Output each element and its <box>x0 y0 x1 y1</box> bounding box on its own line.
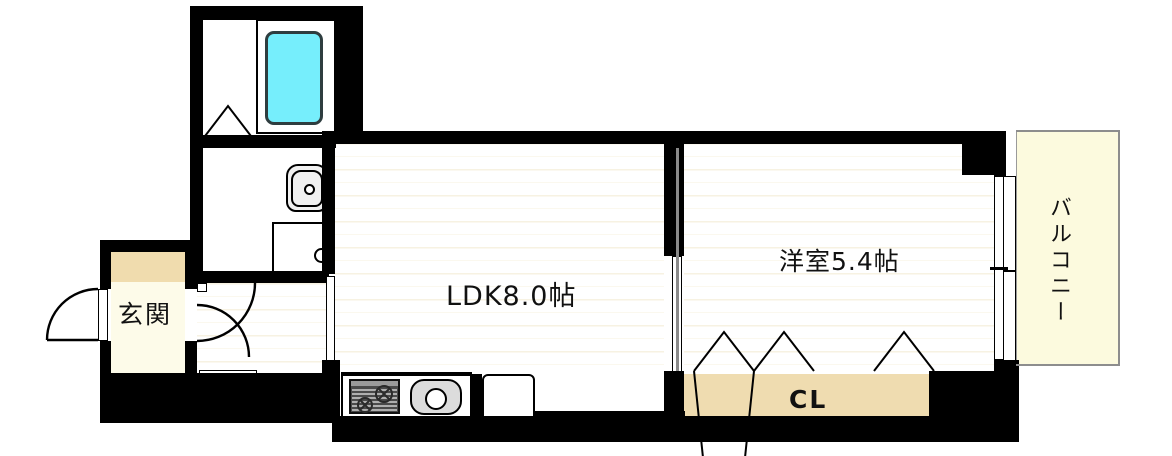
wall-entrance-bottom <box>100 373 332 423</box>
balcony-sliding-door-lower[interactable] <box>1002 271 1016 366</box>
wall-entrance-top <box>100 240 197 252</box>
kitchen-sink-drain <box>425 388 447 410</box>
ldk-entry-door-panel[interactable] <box>197 283 207 292</box>
refrigerator-space <box>482 374 535 419</box>
ldk-corridor-sliding-door[interactable] <box>326 276 335 362</box>
room-balcony <box>1016 131 1120 366</box>
front-door-swing-arc <box>45 287 99 342</box>
wall-ldk-bottom-right <box>535 411 685 421</box>
hung-wall-dashed-partition <box>673 148 677 254</box>
toilet-door-swing-arc[interactable] <box>196 303 255 363</box>
balcony-sliding-door-upper[interactable] <box>1002 176 1016 271</box>
wall-ldk-top <box>322 131 700 144</box>
closet-label: CL <box>789 385 828 414</box>
wall-partition-bottom-stub <box>664 371 684 416</box>
wall-kitchen-counter-right <box>470 374 482 417</box>
closet-fill <box>684 374 929 416</box>
bedroom-label: 洋室5.4帖 <box>779 247 900 276</box>
wall-bedroom-right-bottom-stub <box>994 360 1019 420</box>
wall-bath-top <box>190 6 363 20</box>
wall-bedroom-top <box>684 131 1006 144</box>
bathroom-folding-door-symbol[interactable] <box>200 104 256 141</box>
balcony-outline-top <box>1016 130 1120 132</box>
bedroom-window-center-mark <box>990 267 1008 270</box>
wall-corridor-top-stub <box>336 131 350 143</box>
wall-ldk-left-upper <box>322 148 335 274</box>
wall-bath-left <box>190 6 203 283</box>
gas-stove-burner-grates <box>351 381 398 413</box>
entrance-label: 玄関 <box>118 300 173 329</box>
hung-wall-dashed-ldk-left <box>328 169 332 273</box>
wall-bath-bottom <box>203 135 336 148</box>
shoe-cabinet <box>111 246 185 282</box>
ldk-label: LDK8.0帖 <box>446 281 577 312</box>
wash-basin-inner <box>291 170 323 207</box>
front-door-panel[interactable] <box>98 289 108 341</box>
balcony-outline-right <box>1118 130 1120 366</box>
bathtub <box>265 31 323 125</box>
room-ldk-floor <box>334 143 664 371</box>
kitchen-counter-trim <box>341 372 472 374</box>
wall-bedroom-right-lower <box>994 160 1006 176</box>
wall-entrance-right-lower <box>185 341 197 373</box>
wall-washroom-bottom <box>197 271 329 283</box>
corridor-floor <box>197 283 334 371</box>
balcony-outline-bottom <box>1016 364 1120 366</box>
wall-bath-right <box>336 6 363 142</box>
wall-entrance-left-lower <box>100 341 111 373</box>
closet-folding-door-symbols[interactable] <box>684 329 935 456</box>
wall-ldk-bottom-left <box>322 360 340 423</box>
balcony-label: バルコニー <box>1046 196 1071 326</box>
wall-entrance-left-upper <box>100 240 111 289</box>
partition-sliding-track <box>676 148 679 374</box>
wash-basin-drain <box>304 184 315 195</box>
wall-entrance-right-upper <box>185 252 197 289</box>
room-bedroom-floor <box>684 143 1002 371</box>
